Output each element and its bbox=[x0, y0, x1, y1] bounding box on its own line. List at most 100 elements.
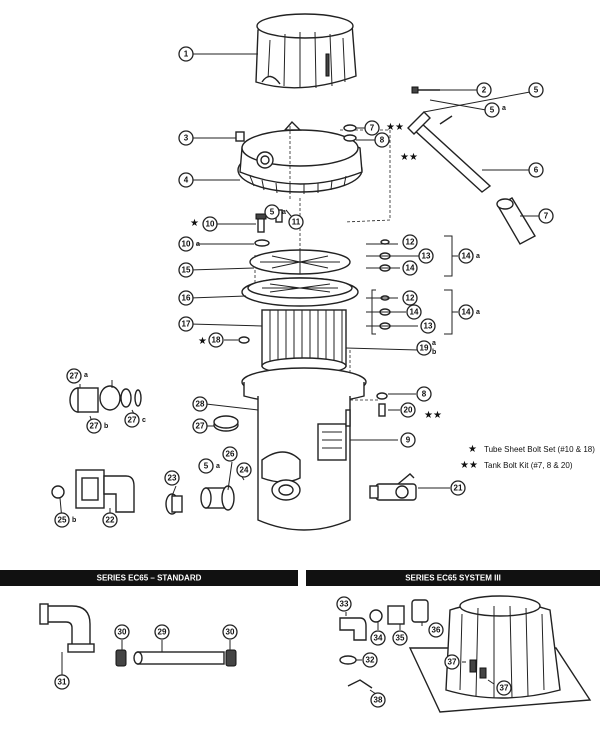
callout-10-a: 10 bbox=[178, 236, 194, 252]
svg-text:5: 5 bbox=[204, 462, 209, 471]
double-star-top: ★★ bbox=[386, 122, 404, 133]
callout-5: 5 bbox=[528, 82, 544, 98]
star-18: ★ bbox=[198, 336, 207, 347]
svg-text:37: 37 bbox=[500, 684, 509, 693]
callout-37-left: 37 bbox=[444, 654, 460, 670]
callout-1: 1 bbox=[178, 46, 194, 62]
svg-text:14: 14 bbox=[410, 308, 419, 317]
callout-37-right: 37 bbox=[496, 680, 512, 696]
callout-28: 28 bbox=[192, 396, 208, 412]
callout-12-lower: 12 bbox=[402, 290, 418, 306]
svg-text:27: 27 bbox=[196, 422, 205, 431]
svg-text:27: 27 bbox=[128, 416, 137, 425]
callout-3: 3 bbox=[178, 130, 194, 146]
svg-text:25: 25 bbox=[58, 516, 67, 525]
filter-grid-element-part bbox=[261, 309, 347, 375]
callout-25: 25 bbox=[54, 512, 70, 528]
callout-18: 18 bbox=[208, 332, 224, 348]
callout-22: 22 bbox=[102, 512, 118, 528]
union-fitting-part bbox=[69, 385, 142, 413]
standard-pipe-part bbox=[133, 651, 225, 665]
fitting-parts bbox=[165, 485, 235, 515]
svg-text:33: 33 bbox=[340, 600, 349, 609]
callout-19: 19 bbox=[416, 340, 432, 356]
bolt-part bbox=[254, 213, 270, 247]
svg-text:13: 13 bbox=[424, 322, 433, 331]
suffix-14-a: a bbox=[476, 253, 480, 260]
legend-double-star: ★★ bbox=[460, 460, 478, 471]
callout-29: 29 bbox=[154, 624, 170, 640]
svg-text:32: 32 bbox=[366, 656, 375, 665]
svg-text:11: 11 bbox=[292, 218, 301, 227]
callout-27-cap: 27 bbox=[192, 418, 208, 434]
suffix-19-b: b bbox=[432, 349, 436, 356]
svg-text:29: 29 bbox=[158, 628, 167, 637]
system3-elbow-part bbox=[339, 599, 429, 641]
svg-text:7: 7 bbox=[370, 124, 375, 133]
callout-15: 15 bbox=[178, 262, 194, 278]
callout-8-top: 8 bbox=[374, 132, 390, 148]
suffix-14-a-lower: a bbox=[476, 309, 480, 316]
svg-text:30: 30 bbox=[118, 628, 127, 637]
double-star-wrench: ★★ bbox=[400, 152, 418, 163]
callout-27-b: 27 bbox=[86, 418, 102, 434]
callout-23: 23 bbox=[164, 470, 180, 486]
callout-14-a: 14 bbox=[458, 248, 474, 264]
callout-12: 12 bbox=[402, 234, 418, 250]
callout-27-c: 27 bbox=[124, 412, 140, 428]
callout-36: 36 bbox=[428, 622, 444, 638]
svg-text:21: 21 bbox=[454, 484, 463, 493]
double-star-20: ★★ bbox=[424, 410, 442, 421]
svg-text:7: 7 bbox=[544, 212, 549, 221]
legend-tank-bolt: Tank Bolt Kit (#7, 8 & 20) bbox=[484, 461, 573, 470]
legend-tube-sheet: Tube Sheet Bolt Set (#10 & 18) bbox=[484, 445, 595, 454]
callout-5-a: 5 bbox=[484, 102, 500, 118]
svg-text:4: 4 bbox=[184, 176, 189, 185]
svg-text:14: 14 bbox=[462, 252, 471, 261]
svg-text:37: 37 bbox=[448, 658, 457, 667]
legend-star: ★ bbox=[468, 444, 477, 455]
system3-small-parts bbox=[339, 655, 487, 689]
svg-text:1: 1 bbox=[184, 50, 189, 59]
svg-text:9: 9 bbox=[406, 436, 411, 445]
svg-text:13: 13 bbox=[422, 252, 431, 261]
svg-text:35: 35 bbox=[396, 634, 405, 643]
tank-bolt-wrench-part bbox=[496, 197, 536, 245]
svg-text:34: 34 bbox=[374, 634, 383, 643]
svg-text:12: 12 bbox=[406, 238, 415, 247]
tube-sheet-part bbox=[241, 249, 359, 307]
callout-8-lower: 8 bbox=[416, 386, 432, 402]
callout-6: 6 bbox=[528, 162, 544, 178]
suffix-27-c: c bbox=[142, 417, 146, 424]
callout-20: 20 bbox=[400, 402, 416, 418]
drain-cap-part bbox=[213, 415, 239, 432]
suffix-5-a: a bbox=[502, 105, 506, 112]
svg-text:5: 5 bbox=[534, 86, 539, 95]
svg-text:17: 17 bbox=[182, 320, 191, 329]
svg-text:22: 22 bbox=[106, 516, 115, 525]
svg-text:12: 12 bbox=[406, 294, 415, 303]
standard-clamps bbox=[115, 649, 237, 667]
svg-text:14: 14 bbox=[406, 264, 415, 273]
callout-14-a-lower: 14 bbox=[458, 304, 474, 320]
svg-text:14: 14 bbox=[462, 308, 471, 317]
svg-text:30: 30 bbox=[226, 628, 235, 637]
section-title-system3: SERIES EC65 SYSTEM III bbox=[405, 574, 501, 583]
suffix-5-a-lower: a bbox=[282, 209, 286, 216]
callout-7-right: 7 bbox=[538, 208, 554, 224]
callout-38: 38 bbox=[370, 692, 386, 708]
callout-5-a-tank: 5 bbox=[198, 458, 214, 474]
callout-35: 35 bbox=[392, 630, 408, 646]
callout-30-right: 30 bbox=[222, 624, 238, 640]
callout-34: 34 bbox=[370, 630, 386, 646]
svg-text:15: 15 bbox=[182, 266, 191, 275]
filter-head-part bbox=[237, 120, 363, 194]
svg-text:8: 8 bbox=[380, 136, 385, 145]
callout-5-a-lower: 5 bbox=[264, 204, 280, 220]
callout-7-top: 7 bbox=[364, 120, 380, 136]
svg-text:20: 20 bbox=[404, 406, 413, 415]
callout-4: 4 bbox=[178, 172, 194, 188]
svg-text:5: 5 bbox=[270, 208, 275, 217]
suffix-27-a: a bbox=[84, 372, 88, 379]
